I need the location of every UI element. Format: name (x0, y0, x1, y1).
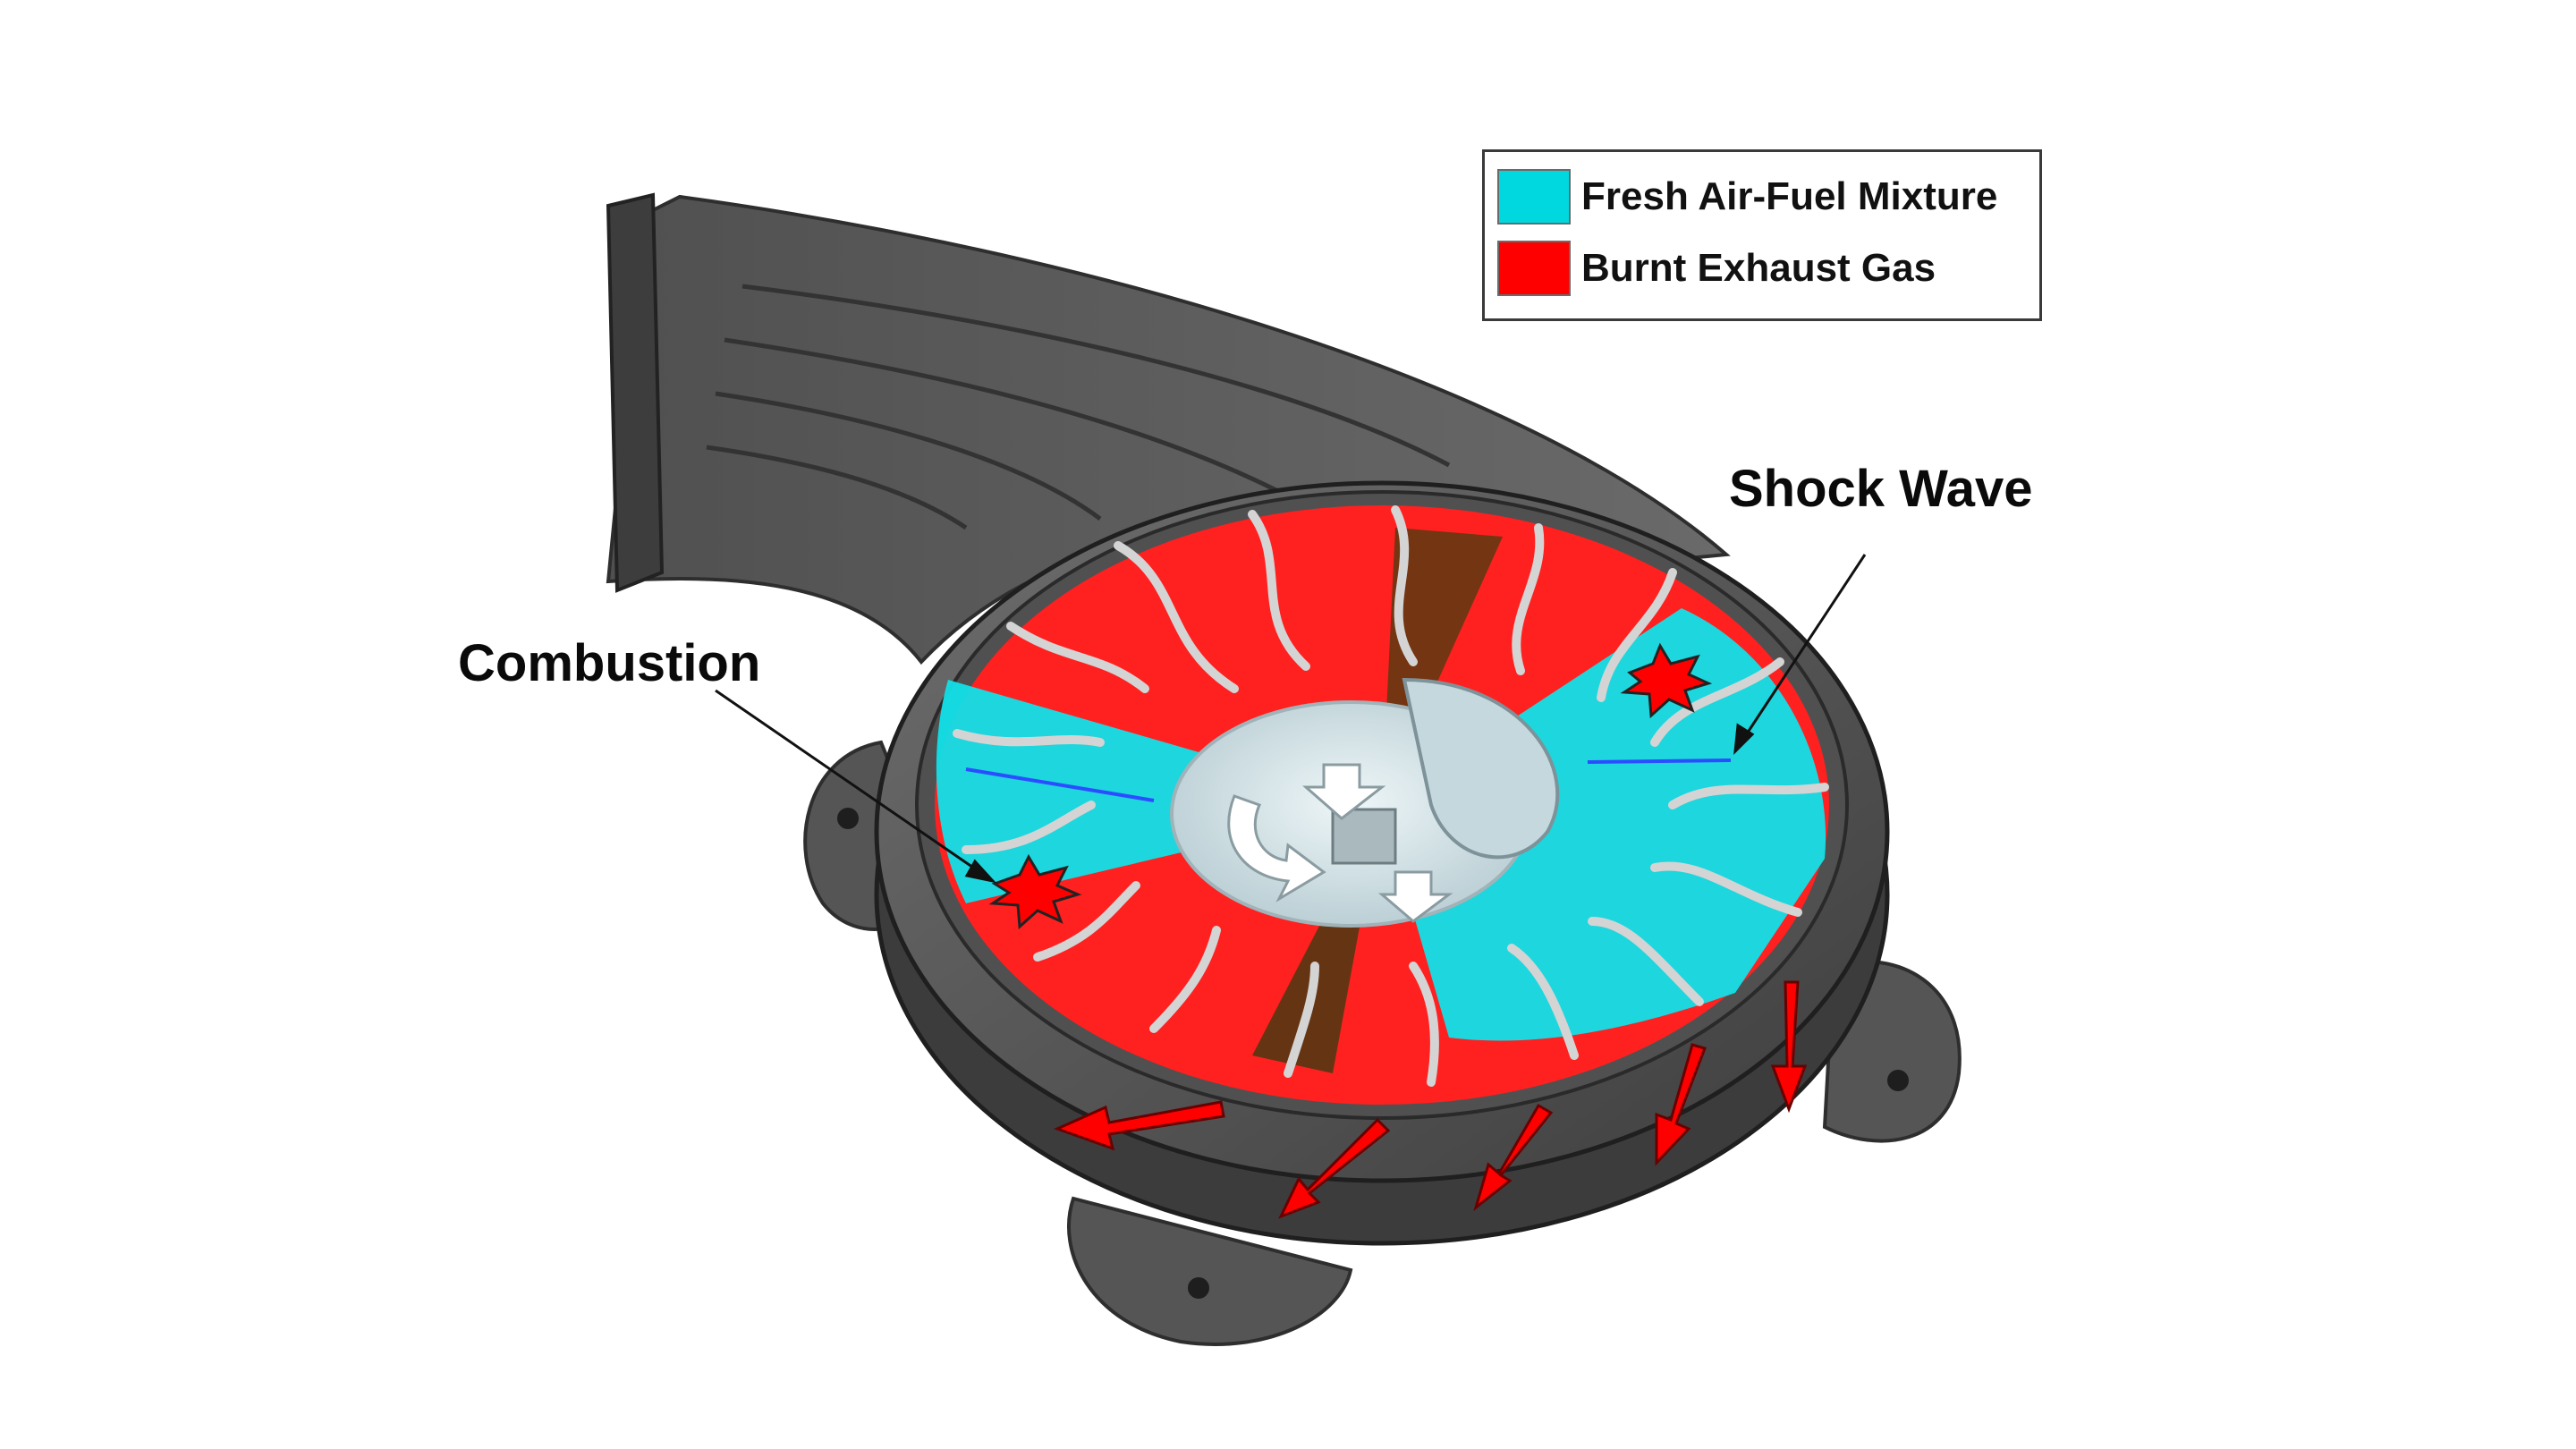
fresh-sector-right (1382, 608, 1826, 1041)
blade (1650, 861, 1802, 917)
exhaust-arrow-icon (1770, 980, 1808, 1114)
combustion-leader-arrowhead (964, 859, 997, 884)
blade (1114, 541, 1239, 693)
blade (1668, 783, 1829, 809)
shock-wave-leader (1733, 554, 1867, 752)
explosion-icon (988, 853, 1082, 930)
hub-vane (1402, 677, 1560, 860)
legend-swatch-burnt (1497, 241, 1571, 296)
inlet-flange (606, 192, 665, 593)
legend-label-burnt: Burnt Exhaust Gas (1581, 246, 1936, 290)
blade (962, 801, 1096, 854)
explosion-icon (1620, 642, 1713, 719)
rotation-arrow-icon (1377, 870, 1453, 923)
duct-rib-4 (706, 445, 968, 530)
rotation-arrow-icon (1227, 794, 1326, 902)
blade (1650, 657, 1784, 747)
fresh-sector-left (936, 680, 1382, 903)
blade (1597, 568, 1677, 702)
flow-line-left (965, 767, 1155, 802)
combustion-markers (988, 642, 1713, 930)
blade (1512, 523, 1545, 675)
callout-leaders (715, 554, 1867, 884)
blade (1284, 962, 1319, 1078)
exhaust-arrow-icon (1053, 1100, 1225, 1151)
shock-wave-leader-arrowhead (1733, 723, 1755, 756)
legend-item-burnt-exhaust: Burnt Exhaust Gas (1497, 238, 1936, 299)
duct-rib-3 (715, 391, 1102, 521)
flow-line-right (1587, 758, 1732, 764)
exhaust-arrows (1053, 980, 1808, 1219)
duct-rib-2 (724, 337, 1299, 504)
blade (1149, 926, 1221, 1033)
duct-rib-1 (741, 284, 1451, 468)
combustion-leader (715, 689, 994, 883)
blade (1391, 505, 1418, 666)
bolt-hole-right (1887, 1070, 1909, 1091)
bolt-hole-left (837, 808, 859, 829)
legend: Fresh Air-Fuel Mixture Burnt Exhaust Gas (1482, 149, 2042, 321)
bolt-hole-bottom (1188, 1277, 1209, 1299)
blade (1033, 881, 1140, 962)
exhaust-arrow-icon (1655, 1043, 1707, 1166)
exhaust-arrow-icon (1473, 1103, 1554, 1212)
blade (1248, 510, 1310, 671)
mounting-lug-bottom (1067, 1196, 1353, 1346)
exhaust-arrow-icon (1278, 1117, 1391, 1219)
blade (1588, 917, 1704, 1006)
blade (1507, 944, 1579, 1060)
rotor-blades (953, 505, 1829, 1087)
callout-shock-wave: Shock Wave (1729, 460, 2033, 518)
blade (953, 729, 1105, 747)
central-hub (1170, 677, 1560, 928)
rotation-arrow-icon (1302, 763, 1386, 820)
flow-indicators (965, 758, 1732, 802)
legend-label-fresh: Fresh Air-Fuel Mixture (1581, 174, 1998, 218)
blade (1409, 962, 1439, 1087)
legend-item-fresh-mixture: Fresh Air-Fuel Mixture (1497, 166, 1997, 227)
callout-combustion: Combustion (458, 634, 761, 692)
legend-swatch-fresh (1497, 169, 1571, 225)
blade (1006, 622, 1149, 693)
